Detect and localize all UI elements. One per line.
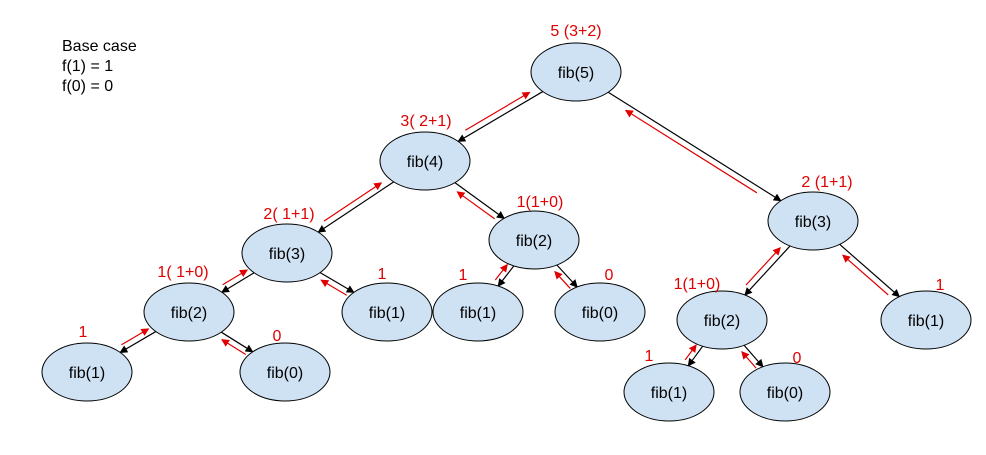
node-fib3_left: fib(3) [241, 223, 333, 283]
call-arrow-fib2_ll-to-fib0_llr [220, 331, 254, 353]
node-fib1_lr: fib(1) [341, 282, 433, 342]
node-fib1_lll: fib(1) [41, 342, 133, 402]
node-label-fib3_right: fib(3) [795, 214, 831, 231]
return-value-fib0_lrtr: 0 [605, 267, 614, 284]
node-label-fib0_llr: fib(0) [267, 365, 303, 382]
return-arrow-fib2_rl-to-fib3_right [745, 247, 781, 286]
node-label-fib1_lll: fib(1) [69, 365, 105, 382]
node-ellipse-fib0_rlr [739, 362, 831, 422]
return-labels-layer: 5 (3+2) 3( 2+1) 2( 1+1) 1( 1+0) 1 0 1 1(1+0) 1 0 2… [79, 23, 945, 367]
return-value-fib5: 5 (3+2) [550, 23, 601, 40]
node-label-fib2_lrt: fib(2) [516, 233, 552, 250]
return-arrow-fib1_rr-to-fib3_right [842, 254, 889, 296]
base-case-title: Base case [62, 38, 137, 55]
node-label-fib4: fib(4) [407, 154, 443, 171]
call-arrow-fib2_lrt-to-fib0_lrtr [556, 264, 578, 288]
call-arrow-fib2_ll-to-fib1_lll [119, 331, 157, 353]
call-arrow-fib4-to-fib3_left [317, 181, 395, 233]
return-value-fib1_lrtl: 1 [459, 267, 468, 284]
node-fib1_lrtl: fib(1) [432, 282, 524, 342]
return-arrow-fib1_lll-to-fib2_ll [121, 328, 150, 346]
node-ellipse-fib5 [530, 42, 622, 102]
node-fib2_ll: fib(2) [143, 282, 235, 342]
node-ellipse-fib1_lr [341, 282, 433, 342]
return-value-fib2_rl: 1(1+0) [674, 276, 721, 293]
call-arrow-fib3_left-to-fib2_ll [221, 272, 255, 293]
node-fib0_rlr: fib(0) [739, 362, 831, 422]
node-ellipse-fib0_lrtr [554, 282, 646, 342]
base-case-f1: f(1) = 1 [62, 58, 114, 75]
call-arrow-fib3_right-to-fib1_rr [839, 243, 901, 298]
return-value-fib0_llr: 0 [273, 328, 282, 345]
return-value-fib2_lrt: 1(1+0) [517, 194, 564, 211]
node-label-fib2_ll: fib(2) [171, 305, 207, 322]
return-arrow-fib3_right-to-fib5 [624, 109, 758, 194]
node-ellipse-fib3_left [241, 223, 333, 283]
node-label-fib1_rr: fib(1) [908, 313, 944, 330]
call-arrow-fib5-to-fib3_right [607, 91, 782, 202]
node-ellipse-fib1_rll [623, 362, 715, 422]
node-label-fib5: fib(5) [558, 65, 594, 82]
return-value-fib1_lr: 1 [378, 266, 387, 283]
node-ellipse-fib1_lll [41, 342, 133, 402]
node-fib3_right: fib(3) [767, 191, 859, 251]
return-value-fib2_ll: 1( 1+0) [157, 264, 208, 281]
return-value-fib1_lll: 1 [79, 324, 88, 341]
return-value-fib1_rr: 1 [936, 277, 945, 294]
return-arrow-fib0_llr-to-fib2_ll [221, 339, 247, 356]
return-value-fib3_left: 2( 1+1) [263, 206, 314, 223]
return-arrow-fib0_lrtr-to-fib2_lrt [554, 270, 571, 289]
return-arrow-fib1_lr-to-fib3_left [320, 279, 348, 296]
node-fib0_llr: fib(0) [239, 342, 331, 402]
node-fib2_lrt: fib(2) [488, 210, 580, 270]
node-label-fib3_left: fib(3) [269, 246, 305, 263]
node-fib1_rll: fib(1) [623, 362, 715, 422]
node-label-fib1_lr: fib(1) [369, 305, 405, 322]
return-arrow-fib0_rlr-to-fib2_rl [741, 351, 757, 369]
return-arrow-fib2_ll-to-fib3_left [222, 269, 249, 286]
node-ellipse-fib0_llr [239, 342, 331, 402]
node-fib4: fib(4) [379, 131, 471, 191]
node-fib0_lrtr: fib(0) [554, 282, 646, 342]
node-label-fib0_rlr: fib(0) [767, 385, 803, 402]
return-value-fib3_right: 2 (1+1) [801, 174, 852, 191]
return-value-fib1_rll: 1 [645, 348, 654, 365]
return-arrow-fib4-to-fib5 [465, 91, 531, 131]
node-label-fib2_rl: fib(2) [704, 313, 740, 330]
return-arrow-fib1_lrtl-to-fib2_lrt [494, 263, 508, 281]
return-arrow-fib3_left-to-fib4 [323, 182, 383, 222]
node-fib5: fib(5) [530, 42, 622, 102]
call-arrow-fib3_left-to-fib1_lr [319, 272, 355, 293]
node-ellipse-fib4 [379, 131, 471, 191]
node-label-fib1_rll: fib(1) [651, 385, 687, 402]
node-ellipse-fib1_lrtl [432, 282, 524, 342]
node-label-fib1_lrtl: fib(1) [460, 305, 496, 322]
call-arrow-fib4-to-fib2_lrt [454, 182, 505, 219]
node-fib2_rl: fib(2) [676, 290, 768, 350]
call-arrow-fib2_rl-to-fib0_rlr [743, 344, 764, 368]
node-ellipse-fib1_rr [880, 290, 972, 350]
call-arrow-fib3_right-to-fib2_rl [744, 245, 791, 296]
node-ellipse-fib2_rl [676, 290, 768, 350]
return-value-fib4: 3( 2+1) [400, 113, 451, 130]
return-arrow-fib1_rll-to-fib2_rl [684, 344, 697, 361]
call-arrow-fib2_lrt-to-fib1_lrtl [497, 265, 515, 287]
call-arrow-fib5-to-fib4 [457, 91, 544, 142]
node-ellipse-fib2_ll [143, 282, 235, 342]
node-ellipse-fib2_lrt [488, 210, 580, 270]
node-label-fib0_lrtr: fib(0) [582, 305, 618, 322]
call-arrow-fib2_rl-to-fib1_rll [687, 345, 704, 367]
node-ellipse-fib3_right [767, 191, 859, 251]
base-case-f0: f(0) = 0 [62, 78, 114, 95]
nodes-layer: fib(5) fib(4) fib(3) fib(2) fib(1) fib(0) fib(… [41, 42, 972, 422]
base-case-note: Base case f(1) = 1 f(0) = 0 [62, 37, 137, 97]
edges-layer [119, 91, 901, 369]
return-value-fib0_rlr: 0 [793, 350, 802, 367]
node-fib1_rr: fib(1) [880, 290, 972, 350]
return-arrow-fib2_lrt-to-fib4 [456, 191, 496, 220]
